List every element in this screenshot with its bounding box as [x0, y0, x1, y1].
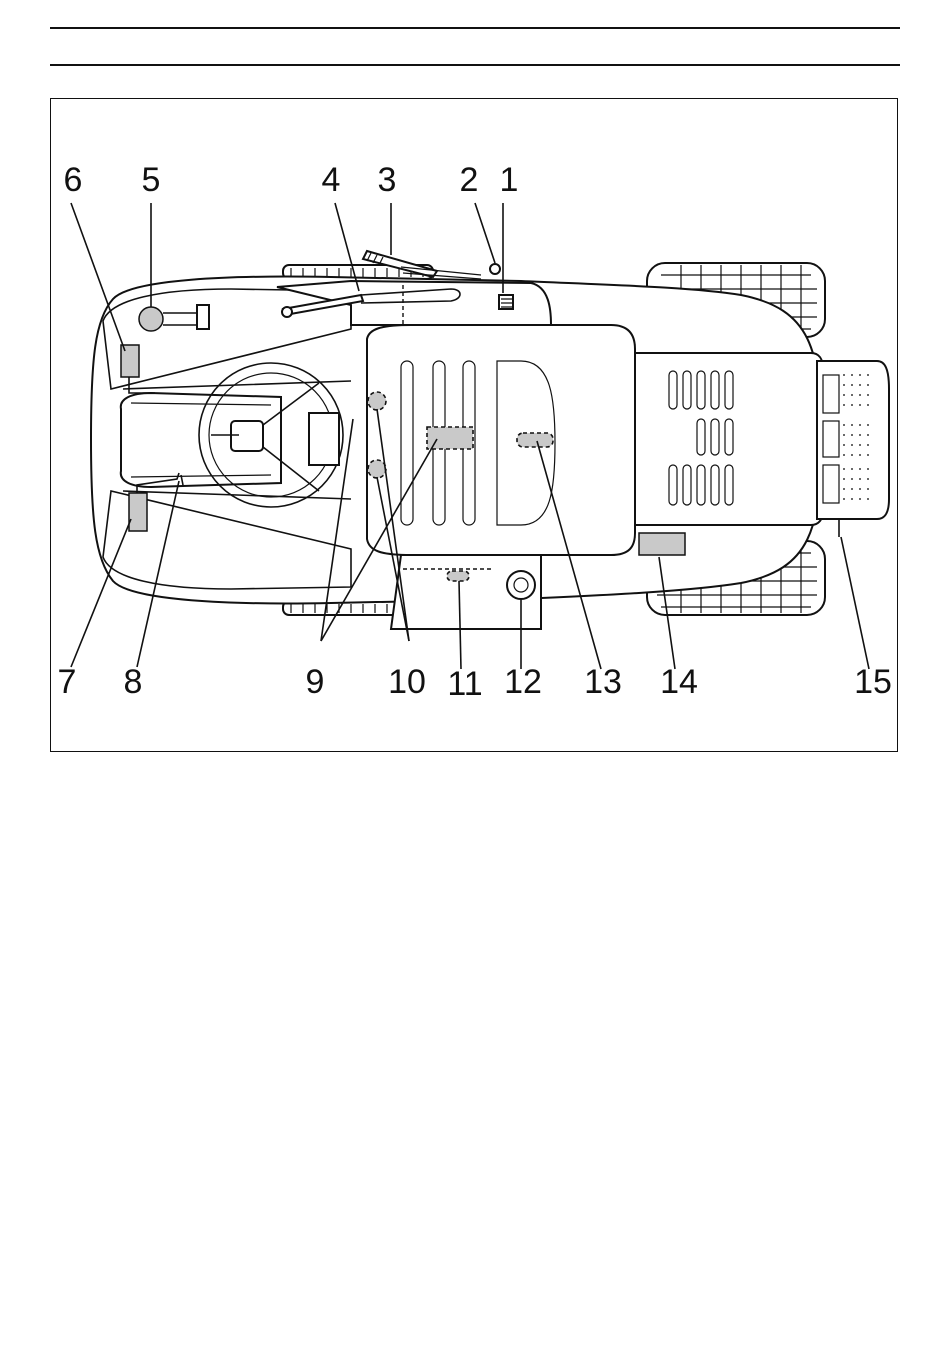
fuel-tank-area: [391, 555, 541, 629]
callout-14: 14: [660, 663, 698, 701]
hood-marker-upper: [368, 392, 386, 410]
decal-hood: [517, 433, 553, 447]
forward-pedal: [121, 345, 139, 377]
fuel-cap: [507, 571, 535, 599]
hood-marker-lower: [368, 460, 386, 478]
callout-11: 11: [447, 665, 482, 703]
reverse-pedal: [129, 493, 147, 531]
front-nose: [635, 353, 889, 525]
header-rule: [50, 64, 900, 66]
callout-8: 8: [124, 663, 143, 701]
top-rule: [50, 27, 900, 29]
callout-6: 6: [64, 161, 83, 199]
callout-9: 9: [306, 663, 325, 701]
parking-brake-knob: [139, 307, 163, 331]
fuel-label: [447, 571, 469, 581]
callout-7: 7: [58, 663, 77, 701]
mower-top-view-diagram: 1 2 3 4 5 6 7 8 9 10 11 12 13 14 15: [51, 99, 899, 753]
figure-frame: 1 2 3 4 5 6 7 8 9 10 11 12 13 14 15: [50, 98, 898, 752]
callout-5: 5: [142, 161, 161, 199]
callout-12: 12: [504, 663, 542, 701]
callout-3: 3: [378, 161, 397, 199]
callout-1: 1: [500, 161, 519, 199]
callout-4: 4: [322, 161, 341, 199]
callout-2: 2: [460, 161, 479, 199]
callout-15: 15: [854, 663, 892, 701]
engine-hood: [367, 325, 635, 555]
type-plate-label: [639, 533, 685, 555]
callout-10: 10: [388, 663, 426, 701]
callout-13: 13: [584, 663, 622, 701]
